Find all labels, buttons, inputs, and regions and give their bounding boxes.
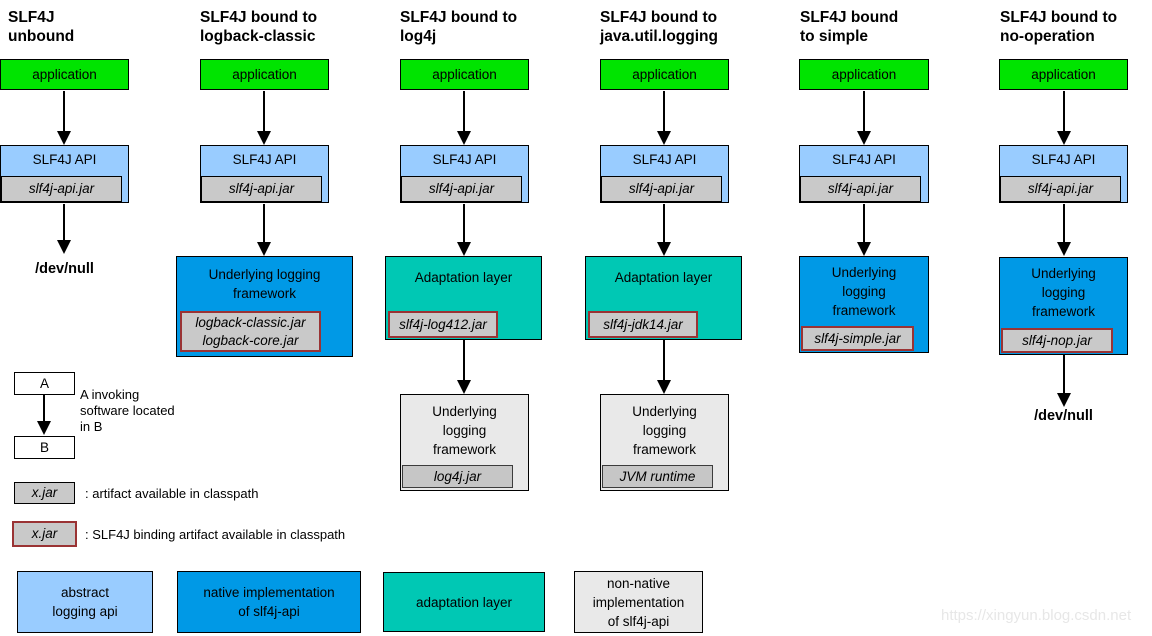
arrow-down-icon xyxy=(657,204,671,256)
key-abstract-logging-api: abstract logging api xyxy=(17,571,153,633)
col4-framework-jar: JVM runtime xyxy=(602,465,713,488)
col4-api-box: SLF4J API slf4j-api.jar xyxy=(600,145,729,203)
col2-application-box: application xyxy=(200,59,329,90)
col1-api-box: SLF4J API slf4j-api.jar xyxy=(0,145,129,203)
arrow-down-icon xyxy=(857,204,871,256)
col3-framework-jar: log4j.jar xyxy=(402,465,513,488)
legend-b-box: B xyxy=(14,436,75,459)
watermark-text: https://xingyun.blog.csdn.net xyxy=(941,607,1132,624)
arrow-down-icon xyxy=(657,340,671,394)
col6-devnull-label: /dev/null xyxy=(1034,408,1093,424)
arrow-down-icon xyxy=(257,91,271,145)
col4-api-jar: slf4j-api.jar xyxy=(601,176,722,202)
arrow-down-icon xyxy=(57,204,71,254)
col3-adaptation-box: Adaptation layer slf4j-log412.jar xyxy=(385,256,542,340)
arrow-down-icon xyxy=(37,395,51,435)
arrow-down-icon xyxy=(57,91,71,145)
arrow-down-icon xyxy=(457,91,471,145)
col6-framework-box: Underlying logging framework slf4j-nop.j… xyxy=(999,257,1128,355)
arrow-down-icon xyxy=(457,204,471,256)
arrow-down-icon xyxy=(1057,91,1071,145)
col4-binding-jar: slf4j-jdk14.jar xyxy=(588,311,698,338)
col2-binding-jar: logback-classic.jar logback-core.jar xyxy=(180,311,321,352)
arrow-down-icon xyxy=(1057,204,1071,256)
legend-a-box: A xyxy=(14,372,75,395)
col3-api-box: SLF4J API slf4j-api.jar xyxy=(400,145,529,203)
legend-artifact-text: : artifact available in classpath xyxy=(85,486,259,501)
col1-api-jar: slf4j-api.jar xyxy=(1,176,122,202)
legend-invoking-text: A invoking software located in B xyxy=(80,387,175,434)
col6-binding-jar: slf4j-nop.jar xyxy=(1001,328,1113,353)
key-native-implementation: native implementation of slf4j-api xyxy=(177,571,361,633)
col4-application-box: application xyxy=(600,59,729,90)
col5-api-jar: slf4j-api.jar xyxy=(800,176,921,202)
col1-title: SLF4J unbound xyxy=(8,9,75,45)
col4-title: SLF4J bound to java.util.logging xyxy=(600,9,718,45)
col3-framework-box: Underlying logging framework log4j.jar xyxy=(400,394,529,491)
arrow-down-icon xyxy=(457,340,471,394)
col2-api-jar: slf4j-api.jar xyxy=(201,176,322,202)
col5-application-box: application xyxy=(799,59,929,90)
col5-api-box: SLF4J API slf4j-api.jar xyxy=(799,145,929,203)
col2-title: SLF4J bound to logback-classic xyxy=(200,9,318,45)
col3-api-jar: slf4j-api.jar xyxy=(401,176,522,202)
col3-binding-jar: slf4j-log412.jar xyxy=(388,311,498,338)
col5-binding-jar: slf4j-simple.jar xyxy=(801,326,914,351)
key-non-native-implementation: non-native implementation of slf4j-api xyxy=(574,571,703,633)
col6-application-box: application xyxy=(999,59,1128,90)
col3-application-box: application xyxy=(400,59,529,90)
col2-api-box: SLF4J API slf4j-api.jar xyxy=(200,145,329,203)
col1-devnull-label: /dev/null xyxy=(35,261,94,277)
col2-framework-box: Underlying logging framework logback-cla… xyxy=(176,256,353,357)
arrow-down-icon xyxy=(857,91,871,145)
col4-adaptation-box: Adaptation layer slf4j-jdk14.jar xyxy=(585,256,742,340)
col1-application-box: application xyxy=(0,59,129,90)
legend-artifact-jar: x.jar xyxy=(14,482,75,504)
col5-framework-box: Underlying logging framework slf4j-simpl… xyxy=(799,256,929,353)
col5-title: SLF4J bound to simple xyxy=(800,9,899,45)
arrow-down-icon xyxy=(657,91,671,145)
col3-title: SLF4J bound to log4j xyxy=(400,9,518,45)
col6-api-jar: slf4j-api.jar xyxy=(1000,176,1121,202)
legend-binding-jar: x.jar xyxy=(12,521,77,547)
key-adaptation-layer: adaptation layer xyxy=(383,572,545,632)
arrow-down-icon xyxy=(1057,355,1071,407)
legend-binding-text: : SLF4J binding artifact available in cl… xyxy=(85,527,346,542)
arrow-down-icon xyxy=(257,204,271,256)
col4-framework-box: Underlying logging framework JVM runtime xyxy=(600,394,729,491)
col6-title: SLF4J bound to no-operation xyxy=(1000,9,1118,45)
col6-api-box: SLF4J API slf4j-api.jar xyxy=(999,145,1128,203)
